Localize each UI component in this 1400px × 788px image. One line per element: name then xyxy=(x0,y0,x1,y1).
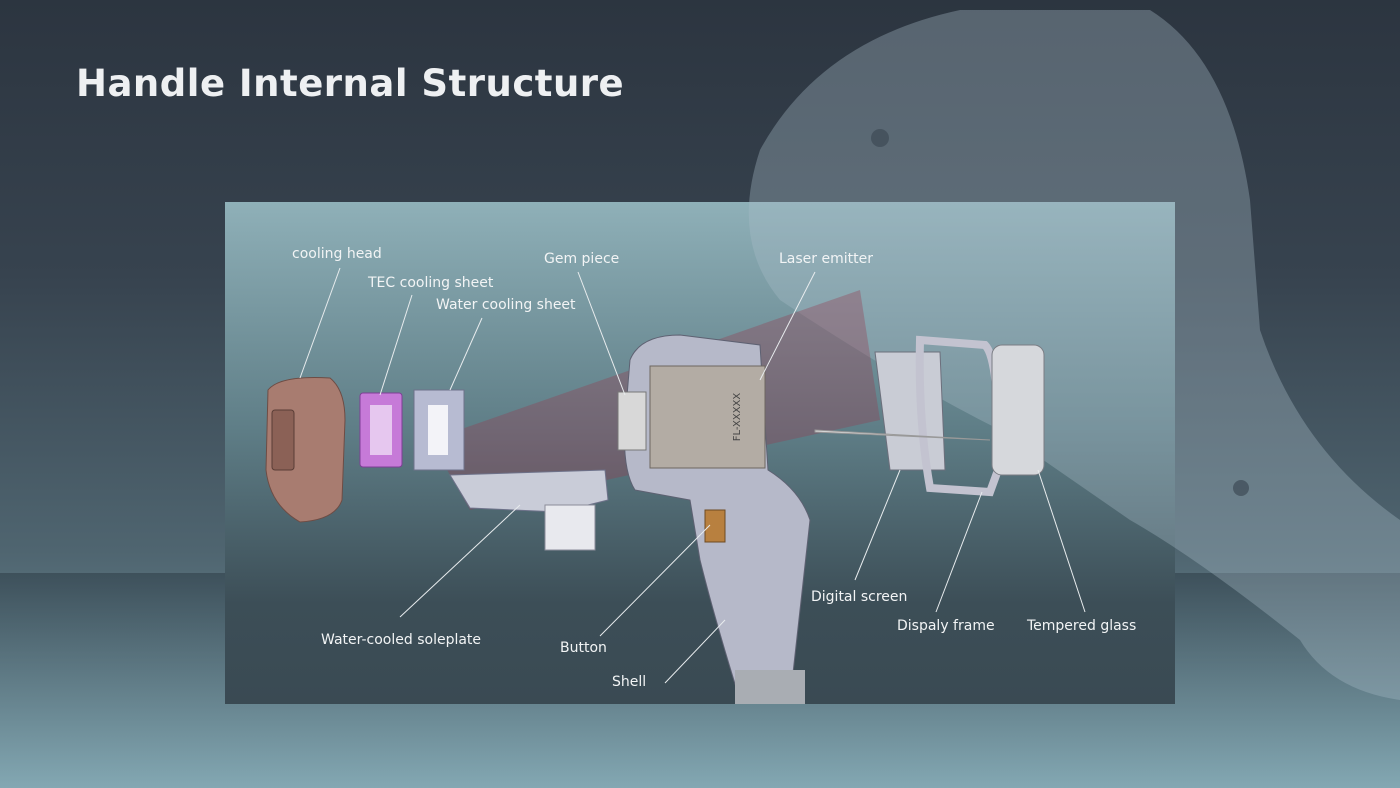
label-display-frame: Dispaly frame xyxy=(897,618,995,634)
label-cooling-head: cooling head xyxy=(292,246,382,262)
label-water-cooling-sheet: Water cooling sheet xyxy=(436,297,576,313)
label-water-cooled-soleplate: Water-cooled soleplate xyxy=(321,632,482,648)
label-gem-piece: Gem piece xyxy=(544,251,620,267)
label-laser-emitter: Laser emitter xyxy=(779,251,873,267)
label-tempered-glass: Tempered glass xyxy=(1027,618,1137,634)
digital-screen-part xyxy=(874,351,946,471)
ghost-handle-silhouette xyxy=(748,10,1400,700)
label-shell: Shell xyxy=(612,674,647,690)
label-button: Button xyxy=(560,640,607,656)
leader-lines xyxy=(299,267,1086,684)
emitter-marking: FL-XXXXX xyxy=(732,393,743,442)
label-digital-screen: Digital screen xyxy=(811,589,908,605)
tempered-glass-part xyxy=(991,344,1045,476)
label-tec-cooling-sheet: TEC cooling sheet xyxy=(368,275,494,291)
button-part xyxy=(704,509,726,543)
laser-emitter-part xyxy=(649,365,766,469)
page-title: Handle Internal Structure xyxy=(76,62,625,105)
